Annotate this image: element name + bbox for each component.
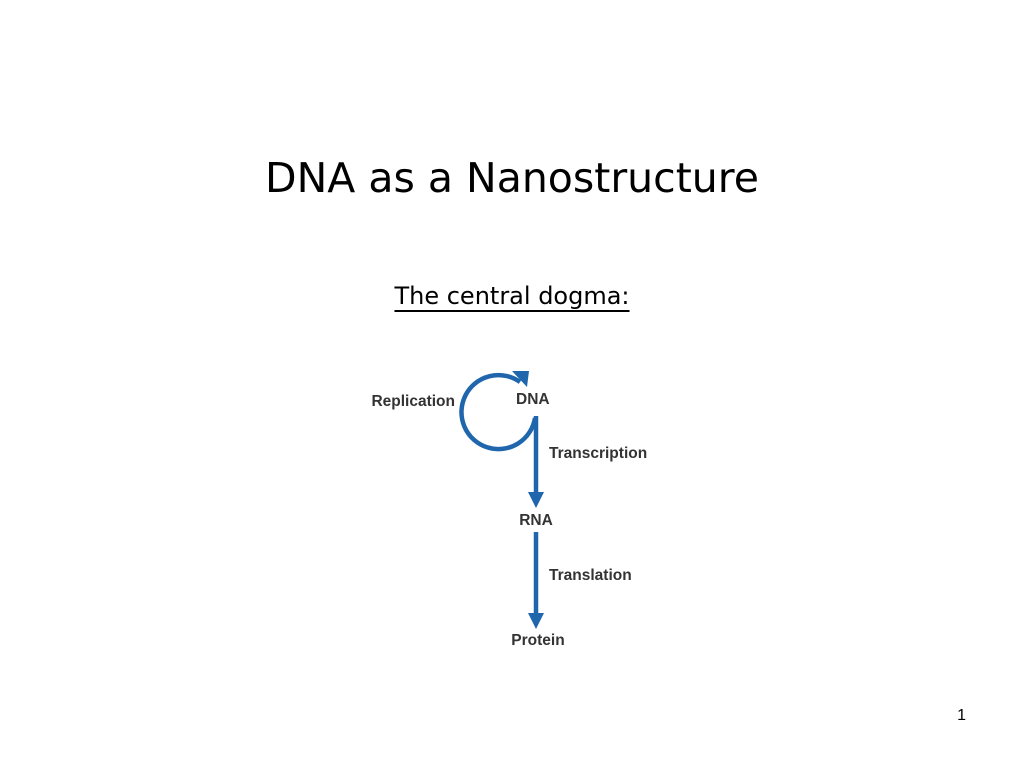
replication-label: Replication <box>371 393 455 410</box>
transcription-arrowhead <box>528 492 544 508</box>
transcription-label: Transcription <box>549 445 647 462</box>
slide-subtitle: The central dogma: <box>394 282 630 310</box>
rna-label: RNA <box>519 512 553 529</box>
dna-label: DNA <box>516 391 550 408</box>
translation-arrowhead <box>528 613 544 629</box>
protein-label: Protein <box>511 632 564 649</box>
replication-loop-arrow <box>459 372 538 452</box>
translation-label: Translation <box>549 567 632 584</box>
slide-title: DNA as a Nanostructure <box>265 154 759 202</box>
replication-arrowhead <box>512 371 529 387</box>
page-number: 1 <box>957 707 966 724</box>
